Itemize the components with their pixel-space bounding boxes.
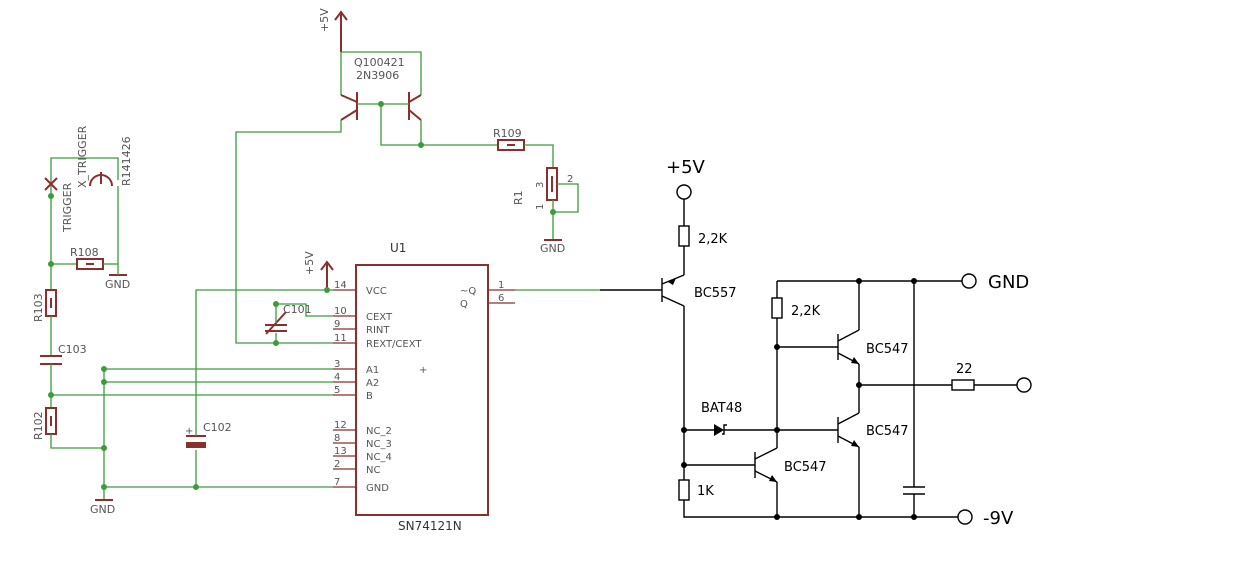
ic-pin-number: 9 <box>334 319 340 330</box>
ic-pin-name: NC_3 <box>366 439 392 450</box>
bat48-label: BAT48 <box>701 401 742 416</box>
minus9v-label: -9V <box>983 508 1014 529</box>
q-label-1: Q100421 <box>354 56 405 69</box>
terminal-output <box>1016 377 1032 393</box>
bc547-drive-label: BC547 <box>784 460 827 475</box>
ic-pin-number: 1 <box>498 280 504 291</box>
plus5v-label: +5V <box>666 157 706 178</box>
r1-label: R1 <box>512 190 525 205</box>
bottom-gnd-label: GND <box>90 503 115 516</box>
input-nets <box>51 366 333 396</box>
r-top-label: 2,2K <box>698 232 728 247</box>
supply-label-top: +5V <box>318 8 331 32</box>
trigger-gnd-label: GND <box>105 278 130 291</box>
terminal-minus9v <box>957 509 973 525</box>
ic-u1: + <box>355 264 489 516</box>
c102-label: C102 <box>203 421 232 434</box>
svg-text:+: + <box>419 365 427 376</box>
capacitor-c101 <box>265 301 333 346</box>
ic-pin-number: 7 <box>334 477 340 488</box>
r1-pin-3: 3 <box>535 182 546 188</box>
ic-pin-name: CEXT <box>366 312 393 323</box>
bc547-lower-label: BC547 <box>866 424 909 439</box>
ic-pin-number: 4 <box>334 372 340 383</box>
potentiometer-r1 <box>544 167 579 241</box>
supply-5v-u1 <box>320 260 334 293</box>
ic-pin-number: 2 <box>334 459 340 470</box>
r-bias-label: 2,2K <box>791 304 821 319</box>
ic-right-pins: 1 ~Q 6Q <box>460 280 515 310</box>
ic-pin-number: 13 <box>334 446 347 457</box>
ic-pin-name: GND <box>366 483 389 494</box>
ic-pin-name: A2 <box>366 378 379 389</box>
transistor-pair-q100421 <box>235 10 498 344</box>
trigger-label: TRIGGER <box>61 182 74 233</box>
ic-pin-name: RINT <box>366 325 390 336</box>
r103-label: R103 <box>32 293 45 322</box>
r1-gnd-label: GND <box>540 242 565 255</box>
r1-pin-1: 1 <box>535 204 546 210</box>
u1-name: U1 <box>390 241 406 255</box>
ic-pin-number: 10 <box>334 306 347 317</box>
output-stage <box>661 184 1032 525</box>
r-out-label: 22 <box>956 362 973 377</box>
trigger-network <box>44 157 127 290</box>
ic-pin-number: 8 <box>334 433 340 444</box>
u1-part: SN74121N <box>398 519 462 533</box>
resistor-r109 <box>497 139 554 168</box>
bc547-upper-label: BC547 <box>866 342 909 357</box>
svg-text:+: + <box>185 426 193 437</box>
u1-plus5v-label: +5V <box>303 251 316 275</box>
ic-pin-name: NC_2 <box>366 426 392 437</box>
ic-pin-name: Q <box>460 299 468 310</box>
ic-pin-number: 11 <box>334 333 347 344</box>
c101-label: C101 <box>283 303 312 316</box>
x-trigger-label: X_TRIGGER <box>76 125 89 188</box>
ic-pin-number: 6 <box>498 293 504 304</box>
capacitor-c102: + <box>185 289 333 487</box>
ic-pin-number: 14 <box>334 280 347 291</box>
r-1k-label: 1K <box>697 484 714 499</box>
terminal-gnd <box>961 273 977 289</box>
ic-pin-name: VCC <box>366 286 387 297</box>
r109-label: R109 <box>493 127 522 140</box>
ic-pin-number: 12 <box>334 420 347 431</box>
ground-bus <box>95 369 333 501</box>
gnd-label: GND <box>988 272 1029 293</box>
bc557-label: BC557 <box>694 286 737 301</box>
r108-label: R108 <box>70 246 99 259</box>
rc-chain-left <box>40 289 104 449</box>
ic-pin-name: REXT/CEXT <box>366 339 422 350</box>
ic-pin-number: 3 <box>334 359 340 370</box>
terminal-plus5v <box>676 184 692 200</box>
ic-pin-name: A1 <box>366 365 379 376</box>
q-label-2: 2N3906 <box>356 69 399 82</box>
ic-pin-name: NC <box>366 465 380 476</box>
r102-label: R102 <box>32 411 45 440</box>
ic-pin-number: 5 <box>334 385 340 396</box>
r1-pin-2: 2 <box>567 174 573 185</box>
c103-label: C103 <box>58 343 87 356</box>
ic-pin-name: NC_4 <box>366 452 392 463</box>
r141426-label: R141426 <box>120 136 133 186</box>
ic-pin-name: ~Q <box>460 286 476 297</box>
ic-pin-name: B <box>366 391 373 402</box>
